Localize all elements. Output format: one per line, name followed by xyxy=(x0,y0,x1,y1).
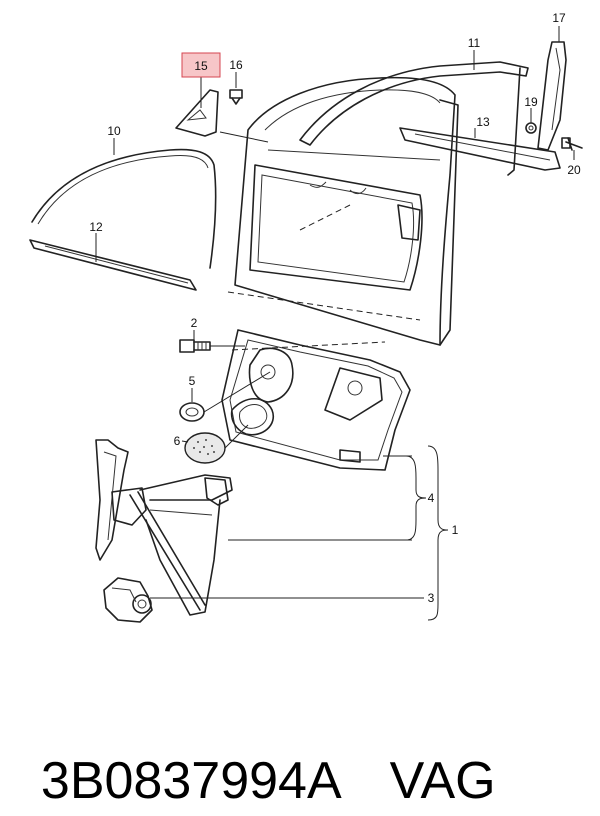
part-12-lower-strip xyxy=(29,239,197,291)
part-3-motor xyxy=(103,577,153,623)
part-2-bolt xyxy=(179,339,211,353)
callout-13: 13 xyxy=(476,115,490,129)
callout-labels: 15 16 10 11 12 13 17 19 20 2 5 6 4 1 3 xyxy=(89,11,581,605)
part-number-caption: 3B0837994A VAG xyxy=(12,676,588,810)
callout-5: 5 xyxy=(189,374,196,388)
callout-3: 3 xyxy=(428,591,435,605)
callout-6: 6 xyxy=(174,434,181,448)
brackets xyxy=(405,445,449,621)
callout-19: 19 xyxy=(524,95,538,109)
exploded-parts-diagram: 15 16 10 11 12 13 17 19 20 2 5 6 4 1 3 xyxy=(29,11,583,623)
callout-16: 16 xyxy=(229,58,243,72)
callout-20: 20 xyxy=(567,163,581,177)
callout-11: 11 xyxy=(468,36,481,50)
part-number: 3B0837994A xyxy=(40,752,342,810)
door-carrier-panel xyxy=(221,329,411,471)
callout-15-highlight xyxy=(181,52,221,78)
part-11-top-channel xyxy=(299,61,529,146)
part-5-grommet xyxy=(179,402,205,422)
callout-17: 17 xyxy=(552,11,566,25)
door-shell xyxy=(234,76,459,346)
part-19-nut xyxy=(525,122,537,134)
part-15-mirror-cover xyxy=(175,89,219,137)
brand-name: VAG xyxy=(389,752,496,810)
callout-2: 2 xyxy=(191,316,198,330)
callout-12: 12 xyxy=(89,220,103,234)
callout-10: 10 xyxy=(107,124,121,138)
part-13-outer-strip xyxy=(399,127,561,171)
callout-4: 4 xyxy=(428,491,435,505)
callout-1: 1 xyxy=(452,523,459,537)
callout-15: 15 xyxy=(194,59,208,73)
part-16-clip xyxy=(229,89,243,105)
part-10-window-seal xyxy=(31,148,217,269)
leader-lines xyxy=(95,26,575,599)
part-6-foam-pad xyxy=(184,432,226,464)
part-17-pillar-trim xyxy=(537,41,567,151)
window-regulator xyxy=(95,439,233,616)
part-20-screw xyxy=(561,137,583,151)
